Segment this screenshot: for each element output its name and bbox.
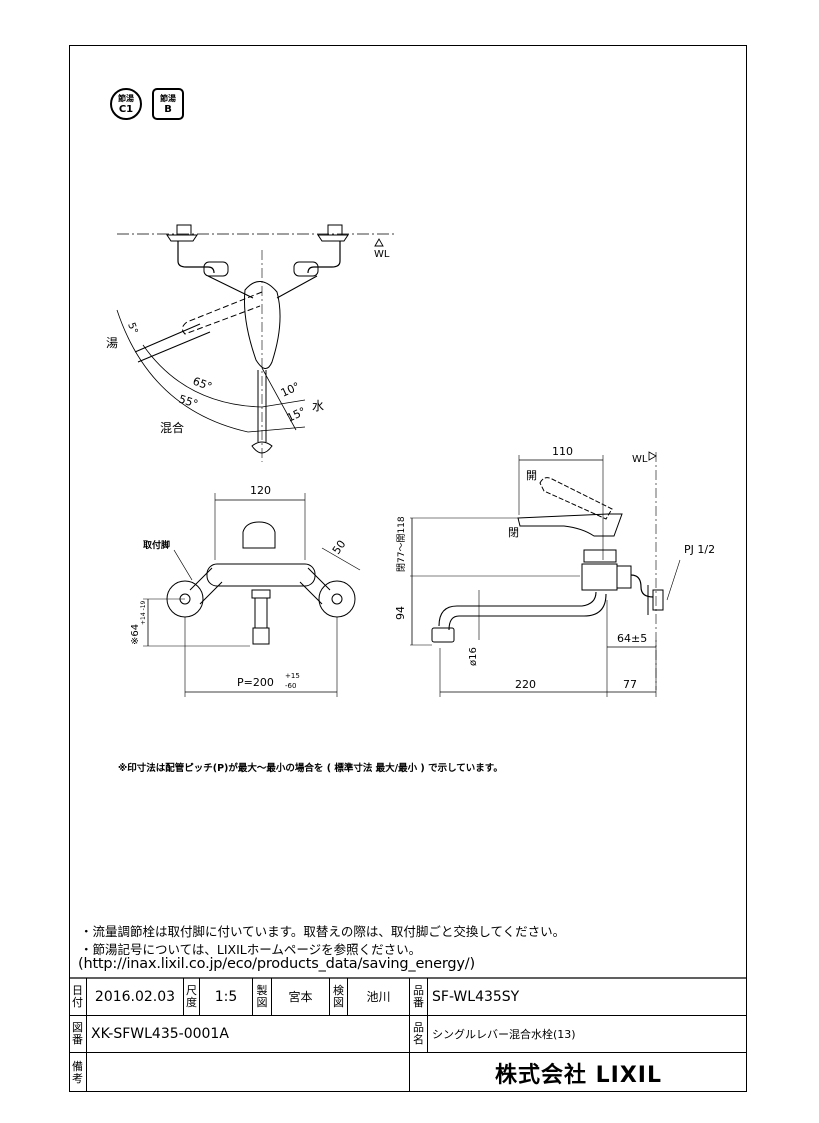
- dim-120: 120: [250, 484, 271, 497]
- wl-label: WL: [374, 249, 390, 260]
- dim-110: 110: [552, 445, 573, 458]
- product-name-label: 品名: [413, 1021, 424, 1046]
- note-url[interactable]: (http://inax.lixil.co.jp/eco/products_da…: [78, 956, 475, 972]
- dim-pitch-tol-minus: -60: [285, 682, 296, 690]
- checked-label: 検図: [333, 983, 344, 1009]
- badge-bottom: C1: [118, 104, 134, 115]
- drawing-no-label: 図番: [72, 1021, 83, 1046]
- scale-value: 1:5: [214, 988, 238, 1005]
- dim-94: 94: [394, 606, 407, 620]
- date-value: 2016.02.03: [94, 988, 176, 1005]
- saving-badge-b: 節湯 B: [152, 88, 184, 120]
- scale-label: 尺度: [186, 983, 197, 1009]
- company-logo: 株式会社 LIXIL: [494, 1062, 663, 1088]
- bottom-view: 120 取付脚 50 ※64 +14 -19 P=200 +15 -60: [130, 484, 361, 697]
- cold-label: 水: [312, 399, 324, 413]
- angle-65: 65°: [191, 375, 214, 394]
- angle-10: 10°: [279, 380, 302, 400]
- dim-pitch-tol-plus: +15: [285, 672, 300, 680]
- standard-dimension-note: ※印寸法は配管ピッチ(P)が最大～最小の場合を ( 標準寸法 最大/最小 ) で…: [118, 763, 503, 774]
- front-view: WL 5° 湯 65° 55° 10° 15° 水 混合: [106, 224, 395, 462]
- badge-top: 節湯: [118, 94, 134, 103]
- open-label: 開: [526, 469, 537, 482]
- dim-pitch: P=200: [237, 676, 274, 689]
- dim-dia16: ø16: [468, 647, 479, 666]
- remarks-label: 備考: [72, 1059, 83, 1085]
- wl-label-side: WL: [632, 454, 648, 465]
- side-view: 110 開 閉 WL PJ 1/2 閉77～開118 94 ø16 220 77…: [394, 445, 715, 697]
- badge-top: 節湯: [160, 94, 176, 103]
- note-saving-symbol: ・節湯記号については、LIXILホームページを参照ください。: [80, 942, 422, 957]
- dim-77: 77: [623, 678, 637, 691]
- part-no-label: 品番: [413, 983, 424, 1009]
- dim-64-tol: +14 -19: [140, 600, 147, 625]
- note-flow-valve: ・流量調節栓は取付脚に付いています。取替えの際は、取付脚ごと交換してください。: [80, 924, 566, 939]
- drawn-by: 宮本: [288, 990, 313, 1004]
- part-no: SF-WL435SY: [432, 988, 520, 1005]
- angle-55: 55°: [177, 392, 200, 410]
- drawing-frame: [69, 45, 747, 1092]
- checked-by: 池川: [366, 990, 391, 1004]
- dim-lever-height: 閉77～開118: [396, 516, 407, 572]
- dim-220: 220: [515, 678, 536, 691]
- saving-badge-c1: 節湯 C1: [110, 88, 142, 120]
- badge-bottom: B: [164, 104, 172, 115]
- remarks-value: [87, 1053, 410, 1092]
- product-name: シングルレバー混合水栓(13): [432, 1028, 576, 1041]
- angle-5: 5°: [125, 321, 139, 335]
- title-block: 日付 2016.02.03 尺度 1:5 製図 宮本 検図 池川 品番 SF-W…: [69, 978, 747, 1092]
- drawn-label: 製図: [256, 983, 268, 1009]
- pipe-label: PJ 1/2: [684, 543, 715, 556]
- angle-15: 15°: [285, 405, 308, 425]
- hot-label: 湯: [106, 336, 118, 350]
- drawing-no: XK-SFWL435-0001A: [91, 1026, 229, 1042]
- mount-label: 取付脚: [143, 539, 170, 551]
- dim-64: ※64: [130, 624, 141, 645]
- mix-label: 混合: [160, 420, 184, 435]
- close-label: 閉: [508, 526, 519, 539]
- date-label: 日付: [72, 983, 83, 1009]
- dim-64-5: 64±5: [617, 632, 647, 645]
